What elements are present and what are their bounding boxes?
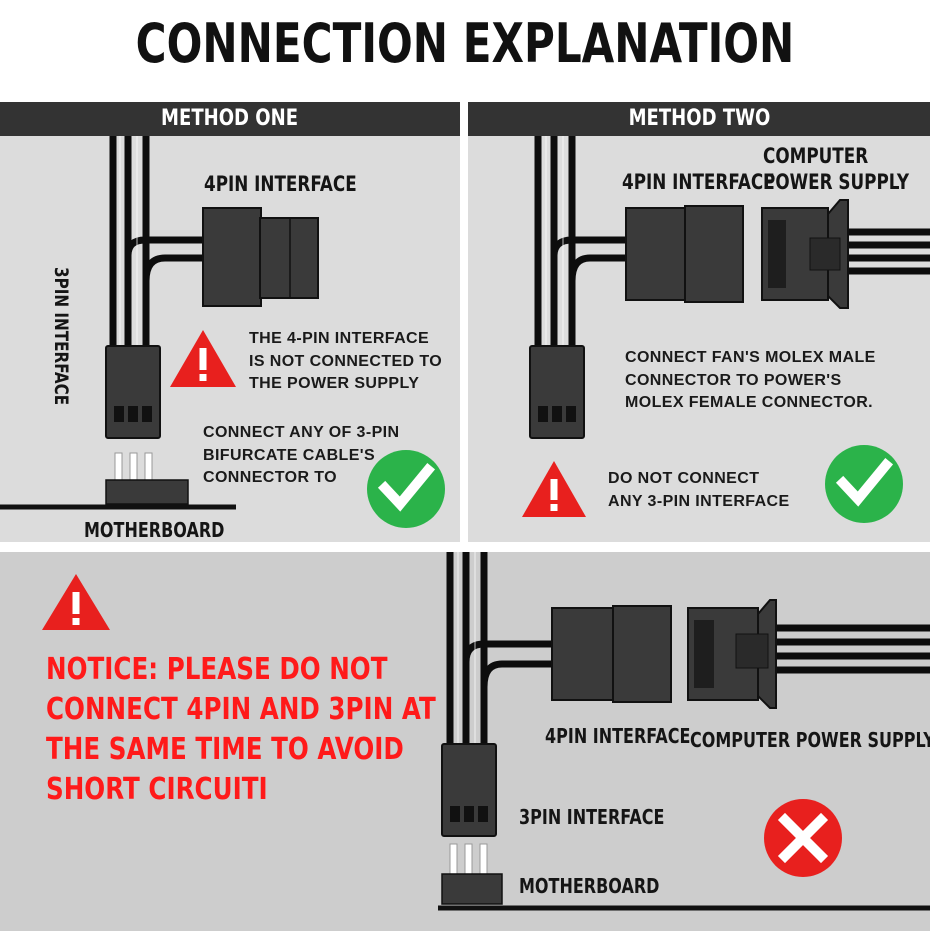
bottom-psu-connector bbox=[687, 599, 777, 709]
method-two-psu-connector bbox=[761, 199, 849, 309]
method-one-motherboard-label: MOTHERBOARD bbox=[84, 518, 225, 542]
bottom-motherboard bbox=[438, 843, 930, 911]
method-one-motherboard bbox=[0, 452, 236, 510]
bottom-4pin-connector bbox=[551, 605, 672, 703]
green-check-icon bbox=[367, 450, 445, 528]
method-one-diagram bbox=[0, 136, 445, 528]
method-one-4pin-label: 4PIN INTERFACE bbox=[204, 172, 357, 196]
bottom-motherboard-label: MOTHERBOARD bbox=[519, 874, 660, 898]
bottom-psu-label: COMPUTER POWER SUPPLY bbox=[690, 728, 930, 752]
method-two-4pin-connector bbox=[625, 205, 744, 303]
bottom-warning-icon bbox=[42, 574, 110, 630]
bottom-cables bbox=[446, 552, 930, 752]
bottom-3pin-label: 3PIN INTERFACE bbox=[519, 805, 665, 829]
notice-line-4: SHORT CIRCUITI bbox=[46, 772, 268, 807]
method-one-header: METHOD ONE bbox=[0, 102, 460, 136]
method-two-3pin-connector bbox=[529, 345, 585, 439]
method-two-cables bbox=[534, 136, 930, 346]
method-two-4pin-label: 4PIN INTERFACE bbox=[622, 170, 775, 194]
notice-block: NOTICE: PLEASE DO NOT CONNECT 4PIN AND 3… bbox=[46, 650, 521, 810]
method-two-psu-label-line1: COMPUTER bbox=[763, 144, 869, 168]
method-two-warning-text: DO NOT CONNECT ANY 3-PIN INTERFACE bbox=[608, 470, 790, 510]
warning-triangle-icon bbox=[522, 461, 586, 517]
warning-triangle-icon bbox=[170, 330, 236, 387]
method-one-header-label: METHOD ONE bbox=[161, 106, 299, 131]
bottom-diagram bbox=[438, 552, 930, 911]
green-check-icon bbox=[825, 445, 903, 523]
bottom-3pin-connector bbox=[441, 743, 497, 837]
method-two-psu-label-line2: POWER SUPPLY bbox=[763, 170, 910, 194]
page-title: CONNECTION EXPLANATION bbox=[135, 12, 795, 75]
notice-line-1: NOTICE: PLEASE DO NOT bbox=[46, 652, 388, 687]
method-one-3pin-label: 3PIN INTERFACE bbox=[50, 267, 72, 406]
warning-triangle-icon bbox=[42, 574, 110, 630]
method-one-4pin-connector bbox=[202, 207, 319, 307]
method-two-header-label: METHOD TWO bbox=[628, 106, 770, 131]
method-two-header: METHOD TWO bbox=[468, 102, 930, 136]
notice-line-3: THE SAME TIME TO AVOID bbox=[46, 732, 404, 767]
method-one-3pin-connector bbox=[105, 345, 161, 439]
method-one-cables bbox=[109, 136, 204, 346]
red-x-icon bbox=[764, 799, 842, 877]
method-two-diagram bbox=[522, 136, 930, 523]
method-one-warning-text: THE 4-PIN INTERFACE IS NOT CONNECTED TO … bbox=[249, 330, 443, 392]
bottom-4pin-label: 4PIN INTERFACE bbox=[545, 724, 691, 748]
notice-line-2: CONNECT 4PIN AND 3PIN AT bbox=[46, 692, 436, 727]
method-two-instruction-text: CONNECT FAN'S MOLEX MALE CONNECTOR TO PO… bbox=[625, 349, 876, 411]
method-one-instruction-text: CONNECT ANY OF 3-PIN BIFURCATE CABLE'S C… bbox=[203, 424, 400, 486]
